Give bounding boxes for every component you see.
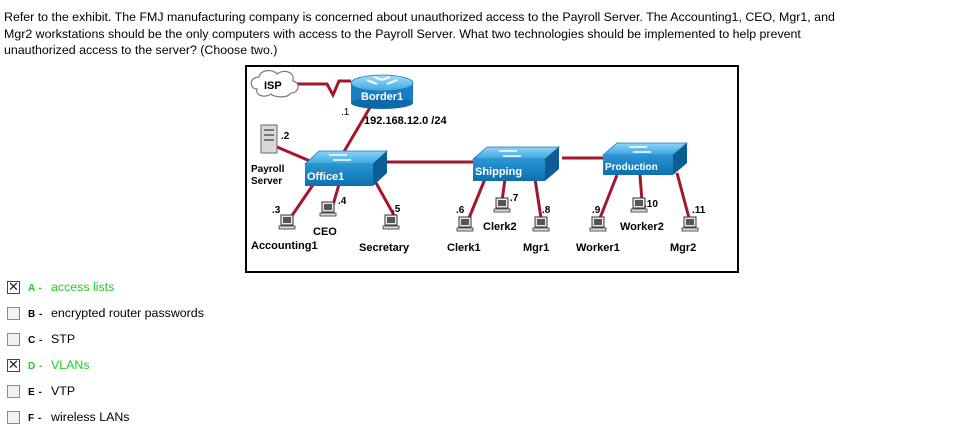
- ip-worker1: .9: [592, 205, 601, 216]
- checkbox-d[interactable]: ✕: [7, 358, 20, 373]
- ip-clerk1: .6: [456, 205, 465, 216]
- server-label-2: Server: [251, 176, 282, 187]
- name-worker1: Worker1: [576, 242, 620, 254]
- answer-f[interactable]: F - wireless LANs: [7, 409, 307, 427]
- question-line-1: Refer to the exhibit. The FMJ manufactur…: [4, 10, 835, 24]
- answer-c-letter: C -: [28, 335, 43, 346]
- server-icon: [260, 124, 278, 154]
- checkbox-a[interactable]: ✕: [7, 280, 20, 295]
- pc-icon-mgr2: [681, 216, 699, 232]
- network-address: 192.168.12.0 /24: [364, 115, 447, 127]
- ip-mgr1: .8: [542, 205, 551, 216]
- name-ceo: CEO: [313, 226, 337, 238]
- answer-d-letter: D -: [28, 361, 43, 372]
- server-ip: .2: [281, 131, 290, 142]
- router-icon: [350, 74, 414, 109]
- clerk1-link: [467, 178, 487, 219]
- border-ip: .1: [341, 107, 350, 118]
- clerk2-link: [500, 178, 507, 202]
- ip-ceo: .4: [338, 196, 347, 207]
- name-clerk2: Clerk2: [483, 221, 517, 233]
- answer-b[interactable]: B - encrypted router passwords: [7, 305, 307, 323]
- answer-b-text: encrypted router passwords: [51, 306, 204, 320]
- sec-link: [373, 180, 397, 218]
- pc-icon-ceo: [319, 201, 337, 217]
- switch-icon-shipping: [471, 146, 561, 181]
- isp-label: ISP: [264, 80, 282, 92]
- answer-f-letter: F -: [28, 413, 42, 424]
- checkbox-c[interactable]: [7, 333, 20, 346]
- border-router-label: Border1: [361, 91, 403, 103]
- shipping-switch-label: Shipping: [475, 166, 522, 178]
- name-mgr1: Mgr1: [523, 242, 549, 254]
- host-names: Accounting1 CEO Secretary Clerk1 Clerk2 …: [251, 221, 696, 254]
- ip-clerk2: .7: [510, 193, 519, 204]
- office-switch-label: Office1: [307, 171, 344, 183]
- worker2-link: [638, 174, 644, 202]
- ip-accounting: .3: [272, 205, 281, 216]
- cloud-icon: [250, 70, 299, 98]
- name-clerk1: Clerk1: [447, 242, 481, 254]
- question-line-3: unauthorized access to the server? (Choo…: [4, 43, 278, 57]
- pc-icon-secretary: [382, 214, 400, 230]
- name-accounting: Accounting1: [251, 240, 318, 252]
- switch-icon-production: [601, 142, 689, 175]
- name-worker2: Worker2: [620, 221, 664, 233]
- pc-icon-accounting: [278, 214, 296, 230]
- answer-e-letter: E -: [28, 387, 43, 398]
- checkbox-b[interactable]: [7, 307, 20, 320]
- worker1-link: [598, 174, 619, 219]
- answer-d[interactable]: ✕ D - VLANs: [7, 357, 307, 375]
- ip-mgr2: .11: [692, 205, 706, 216]
- answer-e[interactable]: E - VTP: [7, 383, 307, 401]
- checked-icon: ✕: [8, 280, 19, 295]
- mgr2-link: [675, 172, 691, 219]
- pc-icon-worker1: [589, 216, 607, 232]
- checkbox-e[interactable]: [7, 385, 20, 398]
- pc-icon-mgr1: [532, 216, 550, 232]
- answer-a[interactable]: ✕ A - access lists: [7, 279, 307, 297]
- switch-icon-office: [303, 150, 389, 186]
- answer-a-letter: A -: [28, 283, 43, 294]
- checked-icon: ✕: [8, 358, 19, 373]
- network-exhibit: ISP Border1 .1 192.168.12.0 /24 .2 Payro…: [245, 65, 739, 273]
- answer-f-text: wireless LANs: [51, 410, 130, 424]
- answer-d-text: VLANs: [51, 358, 90, 372]
- pc-icon-clerk2: [493, 197, 511, 213]
- server-label-1: Payroll: [251, 164, 285, 175]
- question-text: Refer to the exhibit. The FMJ manufactur…: [4, 9, 959, 59]
- isp-link: [289, 79, 351, 99]
- question-line-2: Mgr2 workstations should be the only com…: [4, 26, 801, 41]
- name-mgr2: Mgr2: [670, 242, 696, 254]
- answer-a-text: access lists: [51, 280, 115, 294]
- answer-e-text: VTP: [51, 384, 76, 398]
- answer-c-text: STP: [51, 332, 76, 346]
- mgr1-link: [533, 178, 543, 219]
- pc-icon-worker2: [630, 197, 648, 213]
- production-switch-label: Production: [605, 162, 658, 173]
- answer-c[interactable]: C - STP: [7, 331, 307, 349]
- ip-secretary: .5: [392, 204, 401, 215]
- pc-icon-clerk1: [456, 216, 474, 232]
- ip-worker2: .10: [644, 199, 658, 210]
- network-diagram: ISP Border1 .1 192.168.12.0 /24 .2 Payro…: [250, 70, 706, 254]
- host-ips: .3 .4 .5 .6 .7 .8 .9 .10 .11: [272, 193, 706, 216]
- name-secretary: Secretary: [359, 242, 410, 254]
- answer-b-letter: B -: [28, 309, 43, 320]
- checkbox-f[interactable]: [7, 411, 20, 424]
